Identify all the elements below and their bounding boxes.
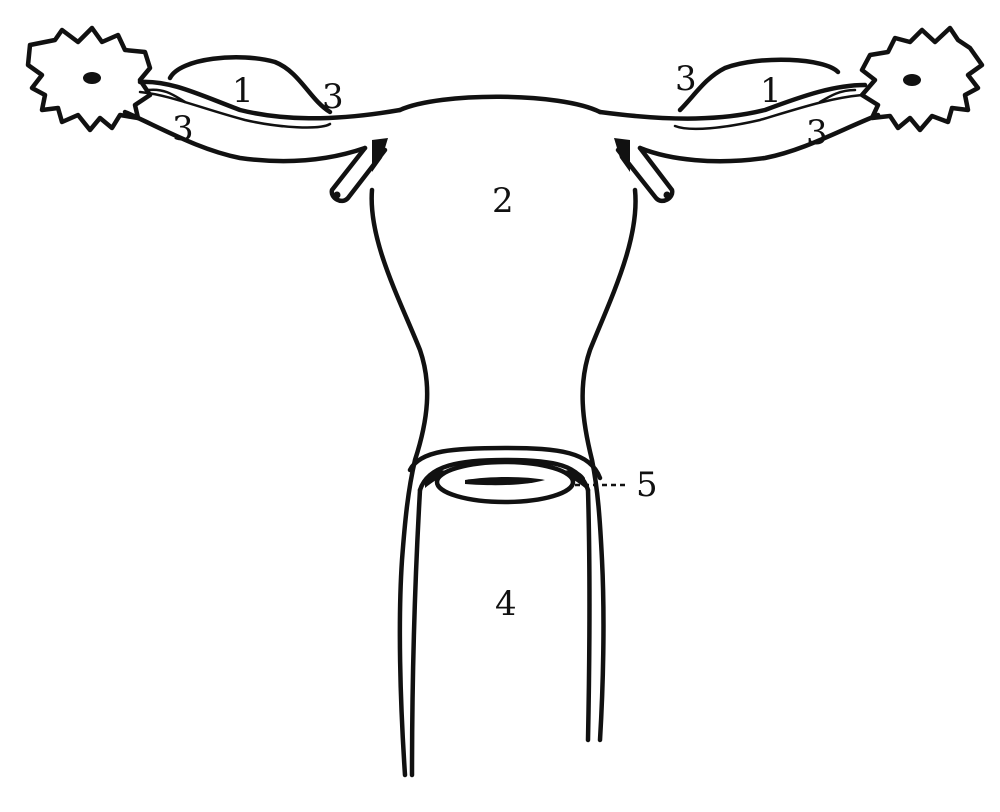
cervix xyxy=(425,459,585,505)
label-tube-right-lower: 3 xyxy=(806,113,828,153)
left-round-ligament xyxy=(329,138,388,204)
right-round-ligament xyxy=(614,138,675,204)
label-finger: 4 xyxy=(495,584,517,624)
label-cervix: 5 xyxy=(636,465,658,505)
right-fallopian-tube xyxy=(597,82,881,164)
left-fallopian-tube xyxy=(122,79,403,164)
right-ovary xyxy=(677,57,841,113)
label-tube-left-upper: 3 xyxy=(322,77,344,117)
left-ovary xyxy=(167,55,333,115)
label-uterus: 2 xyxy=(492,181,514,221)
label-tube-left-lower: 3 xyxy=(172,109,194,149)
label-ovary-right: 1 xyxy=(760,71,782,111)
uterus-body xyxy=(369,94,638,778)
label-tube-right-upper: 3 xyxy=(675,59,697,99)
label-ovary-left: 1 xyxy=(232,71,254,111)
